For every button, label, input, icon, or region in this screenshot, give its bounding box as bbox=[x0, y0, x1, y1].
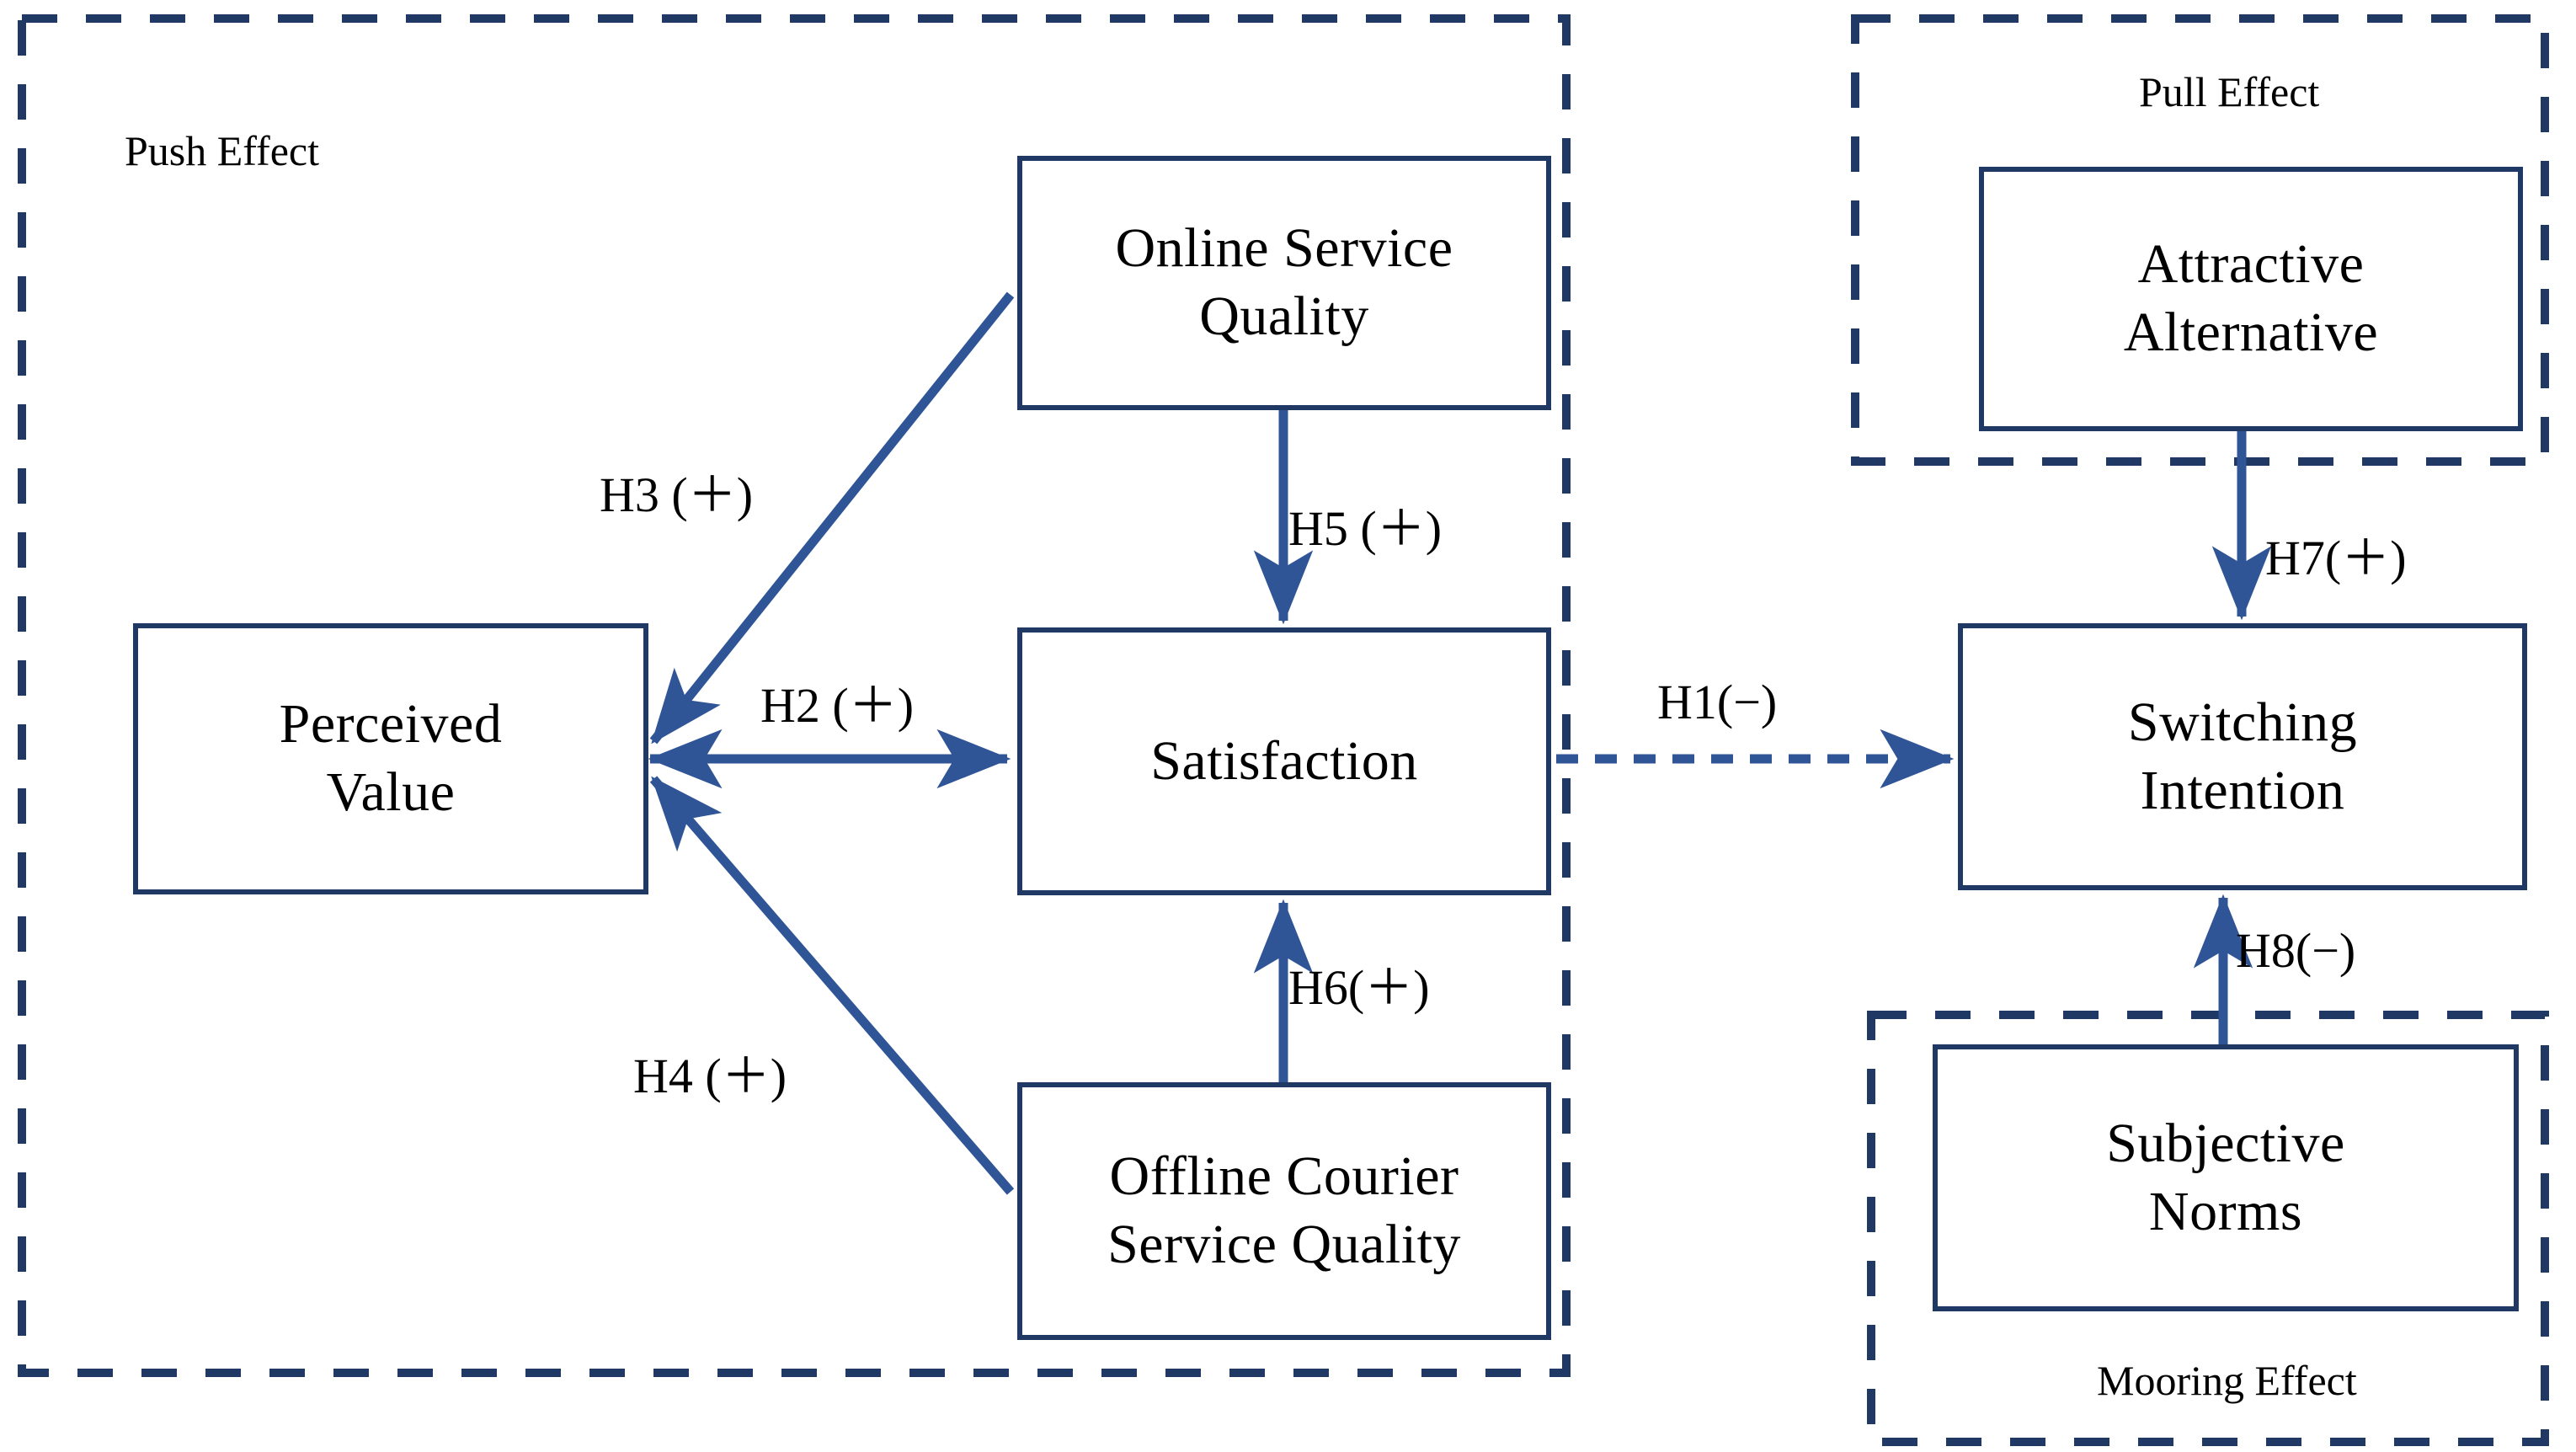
node-perceived-value[interactable]: Perceived Value bbox=[133, 623, 648, 894]
edge-label-h8: H8(−) bbox=[2236, 923, 2356, 978]
node-label-line2: Value bbox=[326, 761, 456, 823]
node-switching-intention[interactable]: Switching Intention bbox=[1958, 623, 2527, 890]
node-offline-courier-service-quality[interactable]: Offline Courier Service Quality bbox=[1017, 1082, 1551, 1340]
edge-label-h3: H3 (＋) bbox=[600, 467, 754, 522]
node-attractive-alternative[interactable]: Attractive Alternative bbox=[1979, 167, 2523, 431]
group-label-mooring-effect: Mooring Effect bbox=[2097, 1357, 2357, 1404]
node-label-line2: Intention bbox=[2140, 759, 2345, 821]
node-subjective-norms[interactable]: Subjective Norms bbox=[1933, 1044, 2519, 1311]
node-label-line2: Quality bbox=[1199, 286, 1369, 347]
node-label-line1: Satisfaction bbox=[1150, 729, 1418, 792]
edge-h4 bbox=[649, 776, 1015, 1195]
node-satisfaction[interactable]: Satisfaction bbox=[1017, 627, 1551, 895]
node-label-line1: Offline Courier bbox=[1109, 1145, 1459, 1208]
node-label-line1: Online Service bbox=[1115, 217, 1453, 280]
edge-label-h1: H1(−) bbox=[1657, 675, 1778, 729]
group-label-push-effect: Push Effect bbox=[125, 127, 319, 174]
group-label-pull-effect: Pull Effect bbox=[2139, 68, 2320, 115]
node-label-line1: Perceived bbox=[279, 693, 503, 755]
edge-label-h4: H4 (＋) bbox=[633, 1049, 787, 1103]
node-label-line1: Subjective bbox=[2106, 1112, 2345, 1174]
node-label-line1: Switching bbox=[2127, 691, 2358, 753]
edge-h3 bbox=[649, 291, 1015, 745]
node-label-line2: Alternative bbox=[2123, 302, 2379, 363]
edge-label-h2: H2 (＋) bbox=[760, 678, 915, 733]
edge-label-h5: H5 (＋) bbox=[1288, 501, 1443, 556]
edge-label-h6: H6(＋) bbox=[1288, 960, 1430, 1015]
group-boundary-push bbox=[18, 14, 1571, 1377]
node-label-line2: Norms bbox=[2148, 1180, 2303, 1242]
node-label-line2: Service Quality bbox=[1107, 1214, 1461, 1275]
group-boundary-pull bbox=[1851, 14, 2549, 466]
group-boundary-mooring bbox=[1867, 1011, 2549, 1446]
node-online-service-quality[interactable]: Online Service Quality bbox=[1017, 156, 1551, 410]
node-label-line1: Attractive bbox=[2137, 233, 2365, 296]
edge-label-h7: H7(＋) bbox=[2265, 531, 2407, 585]
